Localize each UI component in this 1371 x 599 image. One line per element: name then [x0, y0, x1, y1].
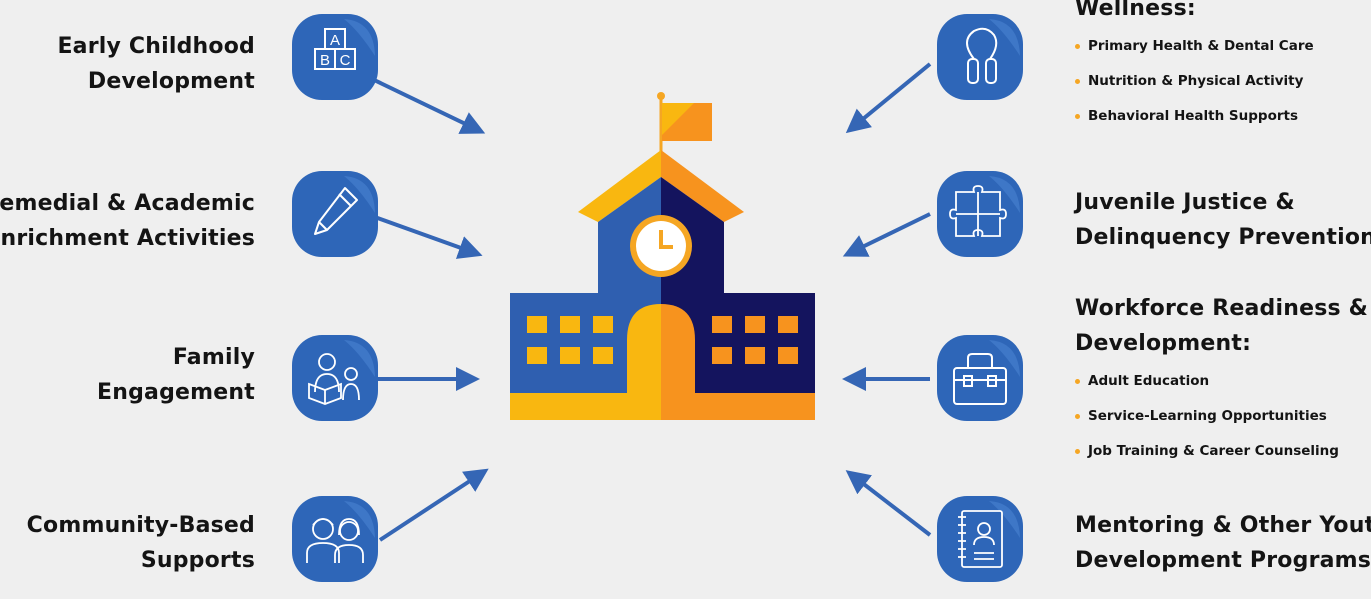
arrow-juvenile [842, 212, 931, 257]
reading-family-icon [289, 332, 381, 424]
arrow-community [378, 468, 489, 542]
workforce-bullets: Adult Education Service-Learning Opportu… [1075, 364, 1339, 469]
remedial-label: Remedial & Academic Enrichment Activitie… [0, 191, 255, 251]
wellness-bullets: Primary Health & Dental Care Nutrition &… [1075, 29, 1314, 134]
arrow-wellness [845, 62, 932, 134]
bullet-item: Primary Health & Dental Care [1075, 29, 1314, 64]
early-childhood-label: Early Childhood Development [57, 34, 255, 94]
bullet-item: Job Training & Career Counseling [1075, 434, 1339, 469]
arrow-early-childhood [369, 76, 486, 134]
pencil-icon [289, 168, 381, 260]
bullet-item: Adult Education [1075, 364, 1339, 399]
jump-rope-icon [934, 11, 1026, 103]
bullet-item: Nutrition & Physical Activity [1075, 64, 1314, 99]
family-engagement-label: Family Engagement [97, 345, 255, 405]
wellness-label: Wellness: [1075, 0, 1196, 21]
community-label: Community-Based Supports [26, 513, 255, 573]
bullet-item: Behavioral Health Supports [1075, 99, 1314, 134]
people-icon [289, 493, 381, 585]
workforce-label: Workforce Readiness & Development: [1075, 296, 1369, 356]
abc-blocks-icon: A B C [289, 11, 381, 103]
svg-text:A: A [330, 32, 340, 49]
juvenile-justice-label: Juvenile Justice & Delinquency Preventio… [1075, 190, 1371, 250]
svg-text:B: B [320, 52, 330, 69]
arrow-remedial [371, 214, 483, 259]
bullet-item: Service-Learning Opportunities [1075, 399, 1339, 434]
puzzle-icon [934, 168, 1026, 260]
svg-text:C: C [340, 52, 351, 69]
mentoring-label: Mentoring & Other Youth Development Prog… [1075, 513, 1371, 573]
notebook-icon [934, 493, 1026, 585]
arrow-mentoring [845, 470, 932, 537]
briefcase-icon [934, 332, 1026, 424]
